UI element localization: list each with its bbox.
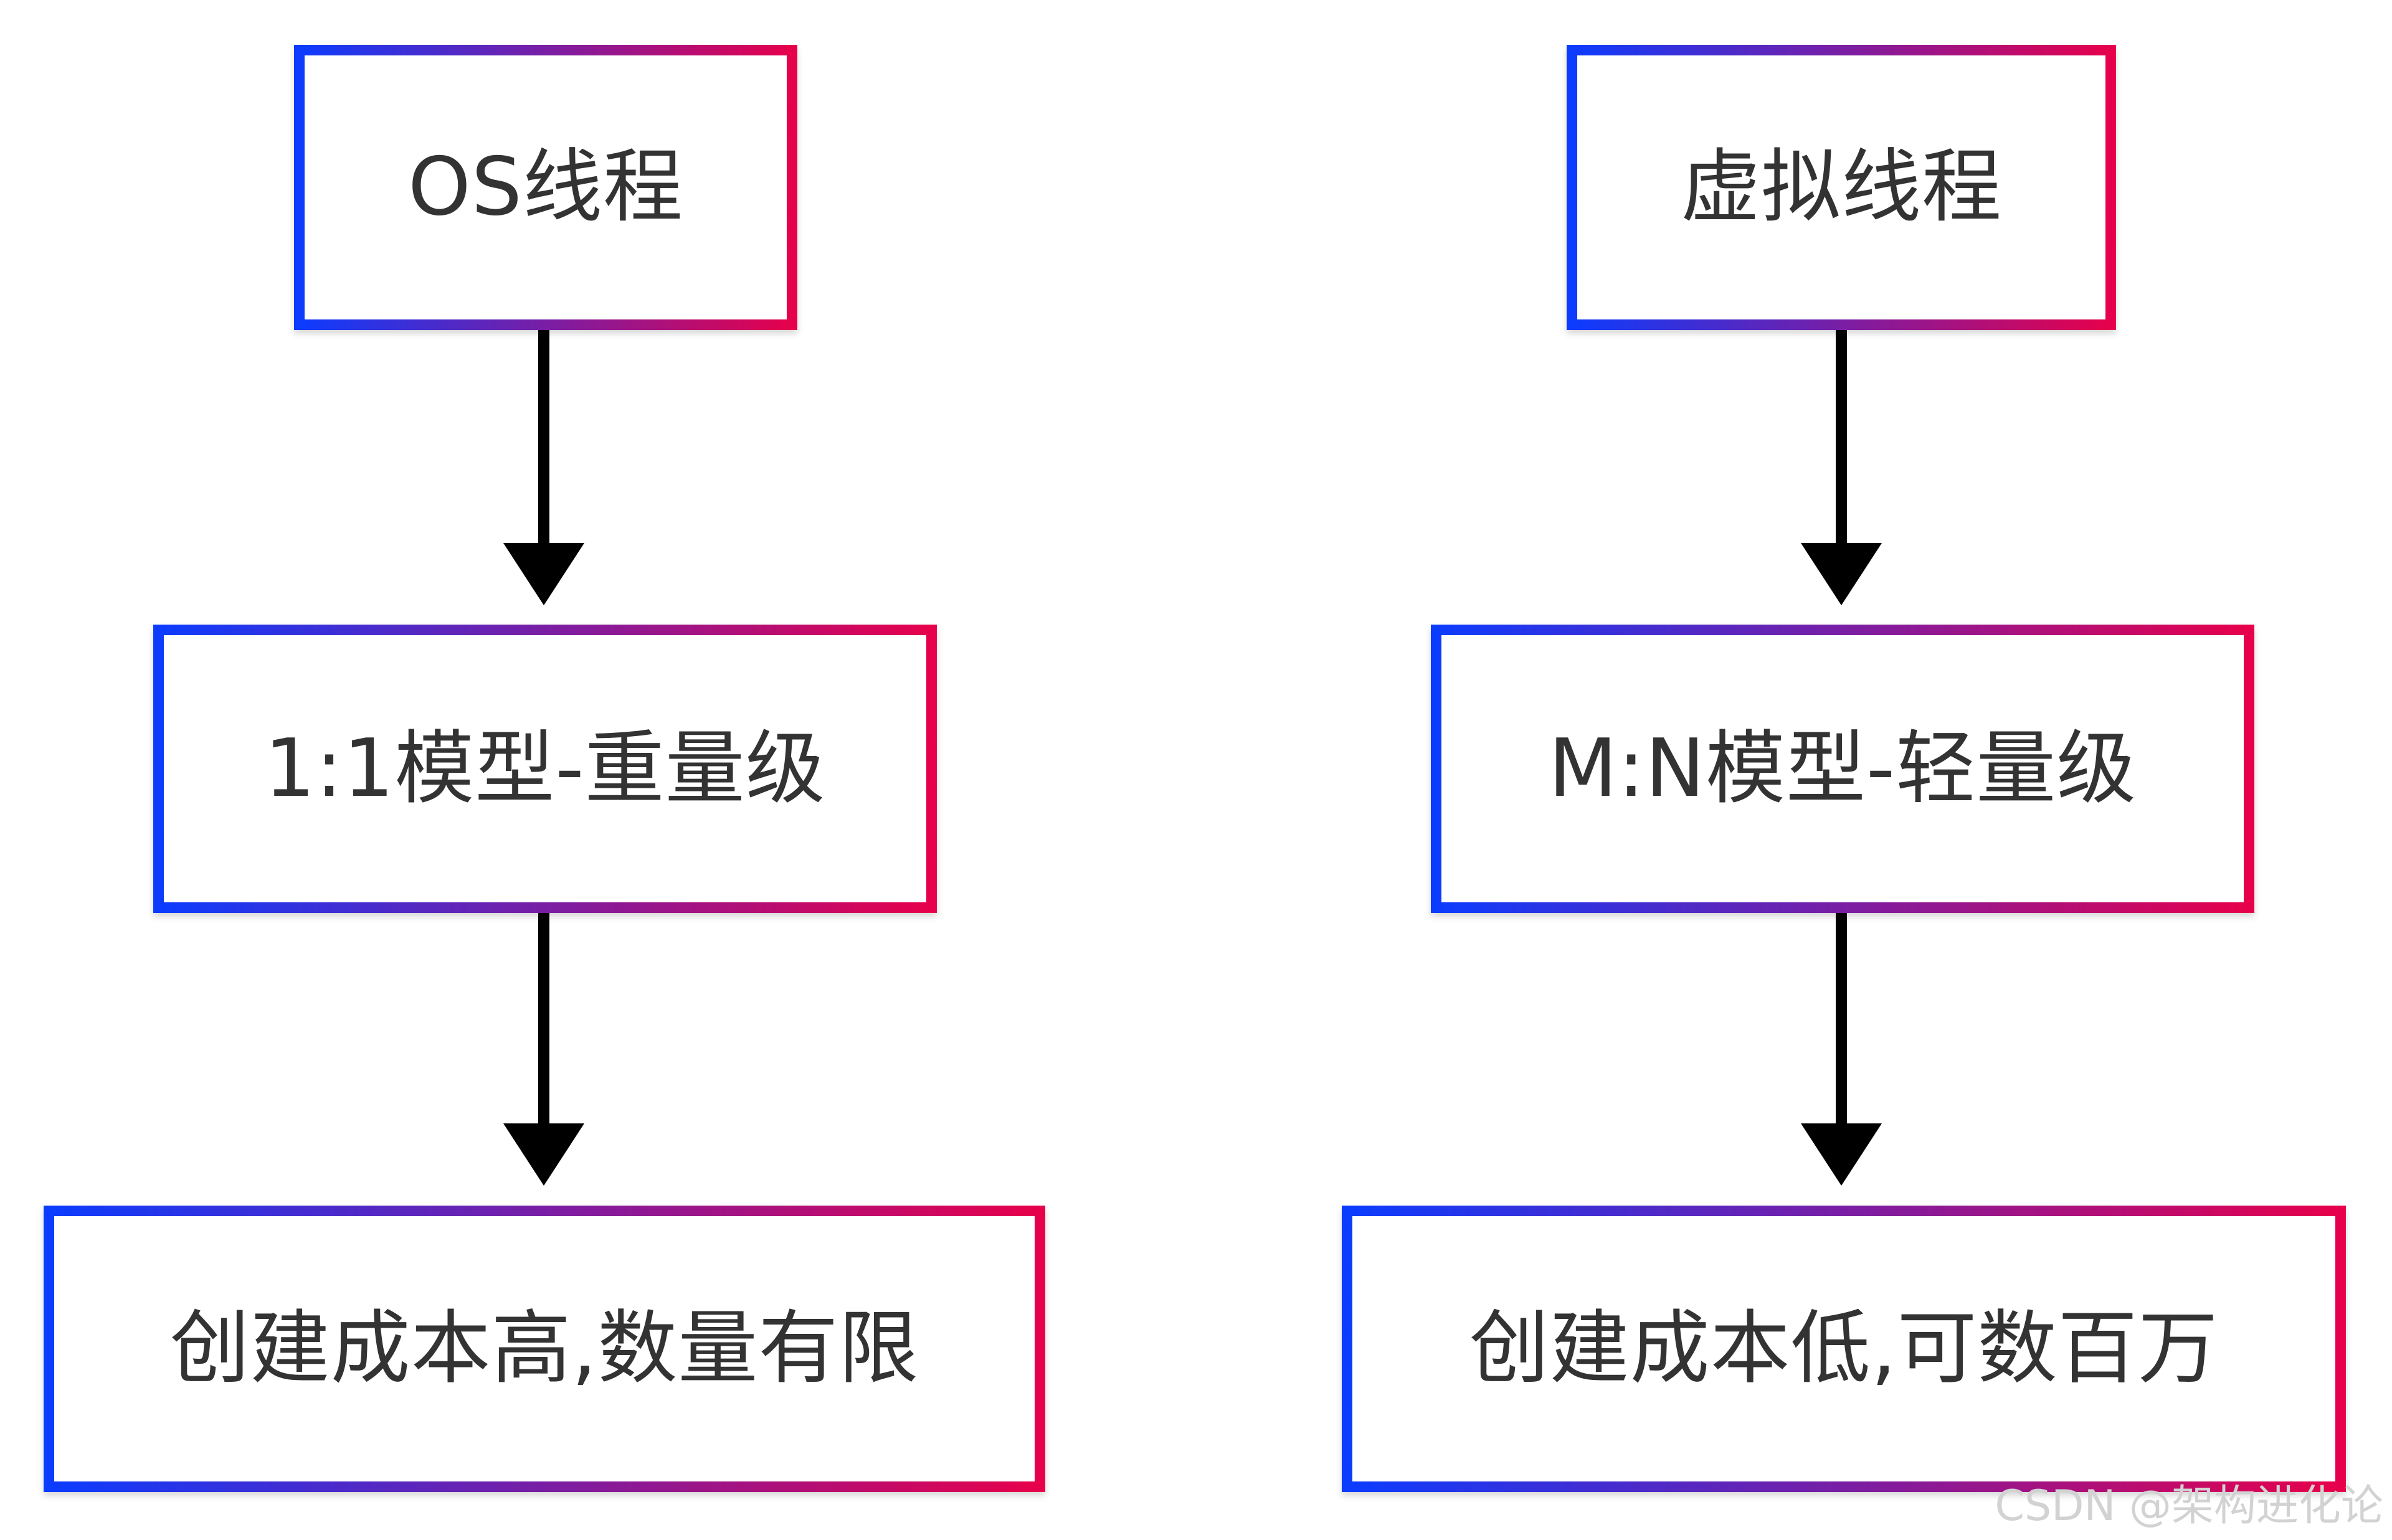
node-model-m-to-n-label: M:N模型-轻量级 — [1548, 722, 2137, 815]
node-os-thread-label: OS线程 — [407, 141, 683, 234]
arrow-os-to-oneone-head — [503, 543, 584, 605]
arrow-virtual-to-mn-head — [1801, 543, 1882, 605]
node-model-one-to-one-label: 1:1模型-重量级 — [264, 722, 826, 815]
node-cost-high: 创建成本高,数量有限 — [44, 1206, 1045, 1492]
watermark: CSDN @架构进化论 — [1995, 1481, 2384, 1531]
node-model-m-to-n: M:N模型-轻量级 — [1431, 625, 2254, 913]
arrow-oneone-to-heavy-head — [503, 1123, 584, 1186]
node-virtual-thread: 虚拟线程 — [1567, 45, 2116, 330]
node-virtual-thread-label: 虚拟线程 — [1680, 141, 2002, 234]
node-cost-high-label: 创建成本高,数量有限 — [169, 1302, 919, 1395]
arrow-mn-to-light-head — [1801, 1123, 1882, 1186]
node-os-thread: OS线程 — [294, 45, 797, 330]
node-model-one-to-one: 1:1模型-重量级 — [153, 625, 937, 913]
node-cost-low-label: 创建成本低,可数百万 — [1469, 1302, 2219, 1395]
node-cost-low: 创建成本低,可数百万 — [1342, 1206, 2346, 1492]
